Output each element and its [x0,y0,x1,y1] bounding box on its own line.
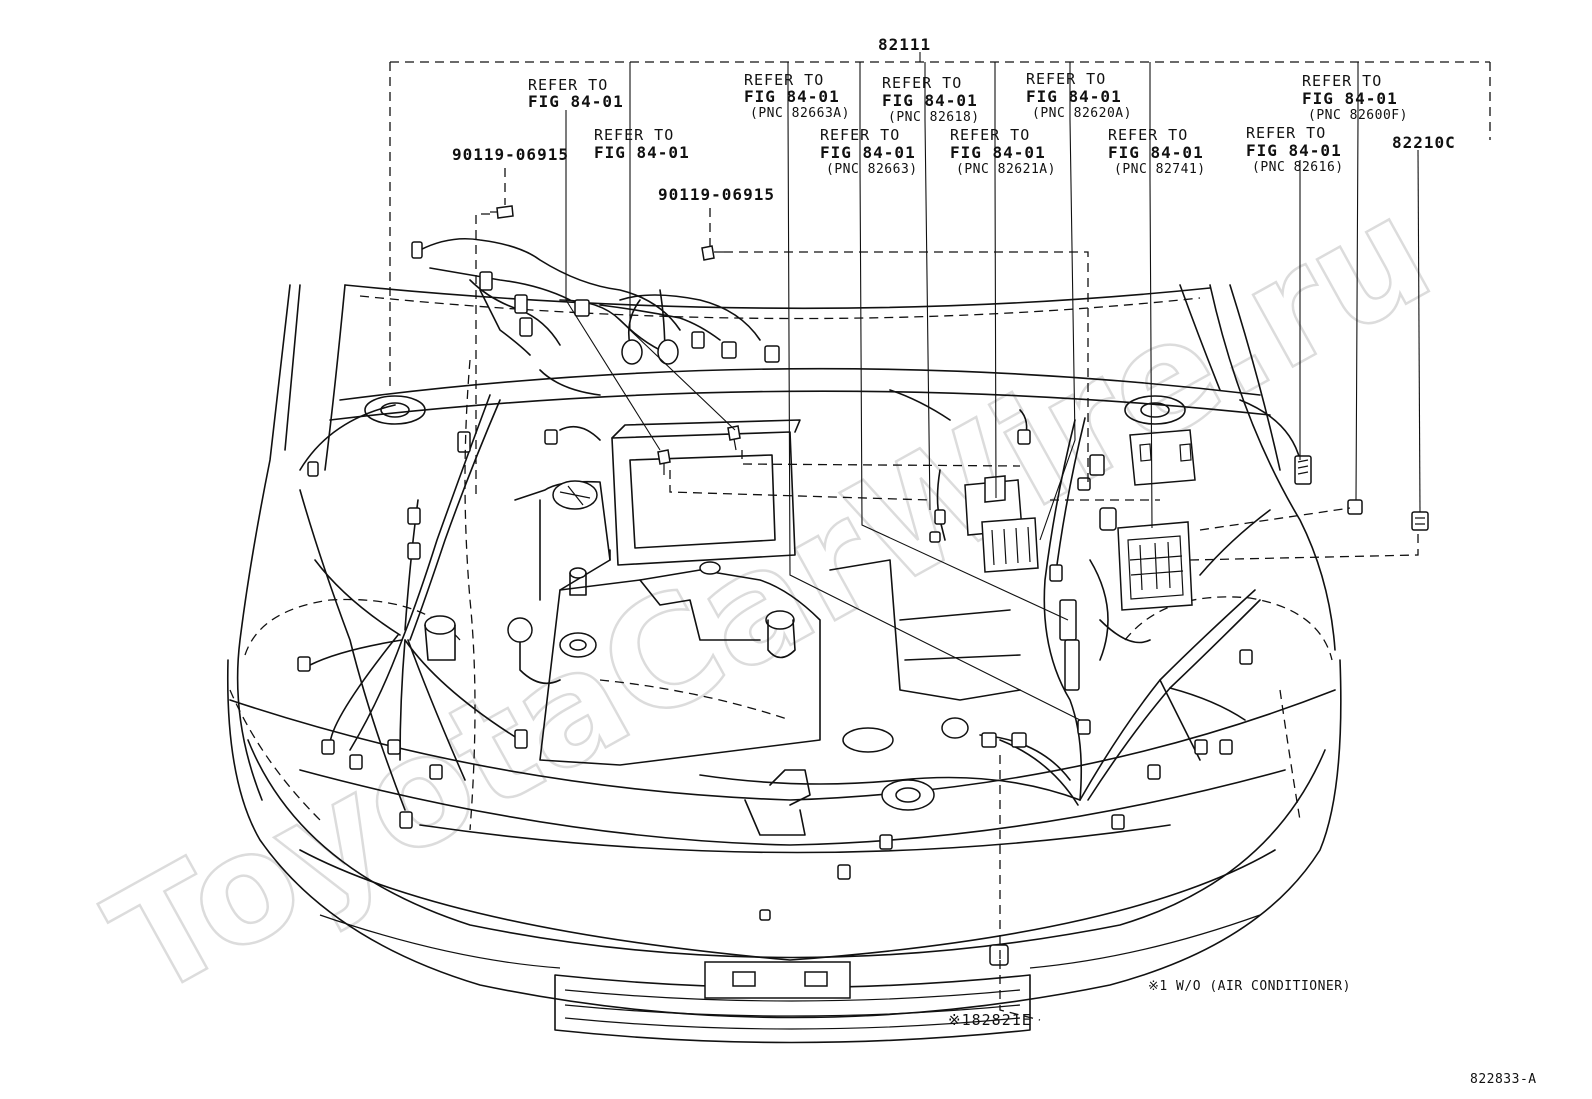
ref-fig: FIG 84-01 [820,143,916,162]
engine-components [424,419,1196,836]
ref-label: REFER TO [1026,70,1106,88]
ref-pnc: (PNC 82600F) [1308,108,1408,123]
connectors [297,241,1429,966]
ref-fig: FIG 84-01 [594,143,690,162]
ref-label: REFER TO [528,76,608,94]
ref-label: REFER TO [1246,124,1326,142]
labels: 82111 82210C 90119-06915 90119-06915 REF… [452,35,1537,1087]
harness-wires [299,237,1271,811]
ref-label: REFER TO [820,126,900,144]
ref-fig: FIG 84-01 [1026,87,1122,106]
main-part-number: 82111 [878,35,931,54]
ref-pnc: (PNC 82663A) [750,106,850,121]
ref-fig: FIG 84-01 [950,143,1046,162]
ref-fig: FIG 84-01 [882,91,978,110]
ref-fig: FIG 84-01 [744,87,840,106]
ref-pnc: (PNC 82663) [826,162,918,177]
ref-pnc: (PNC 82618) [888,110,980,125]
ref-label: REFER TO [882,74,962,92]
bolt-upper-label: 90119-06915 [452,145,569,164]
vehicle-outline [226,284,1342,1044]
bolt-lower-icon [701,245,724,261]
ref-label: REFER TO [594,126,674,144]
ref-pnc: (PNC 82620A) [1032,106,1132,121]
bolt-upper-icon [490,205,514,219]
ref-label: REFER TO [950,126,1030,144]
leader-lines [229,52,1491,1021]
ref-label: REFER TO [1108,126,1188,144]
ref-pnc: (PNC 82616) [1252,160,1344,175]
drawing-id: 822833-A [1470,1072,1537,1087]
ref-pnc: (PNC 82621A) [956,162,1056,177]
footnote: ※1 W/O (AIR CONDITIONER) [1148,979,1351,994]
ref-fig: FIG 84-01 [1302,89,1398,108]
ref-fig: FIG 84-01 [1246,141,1342,160]
ref-pnc: (PNC 82741) [1114,162,1206,177]
bottom-part-number: ※182821E [948,1011,1032,1029]
bolt-mount-icon [657,425,741,475]
side-part-number: 82210C [1392,133,1456,152]
ref-label: REFER TO [744,71,824,89]
ref-fig: FIG 84-01 [1108,143,1204,162]
ref-label: REFER TO [1302,72,1382,90]
bolt-lower-label: 90119-06915 [658,185,775,204]
ref-fig: FIG 84-01 [528,92,624,111]
